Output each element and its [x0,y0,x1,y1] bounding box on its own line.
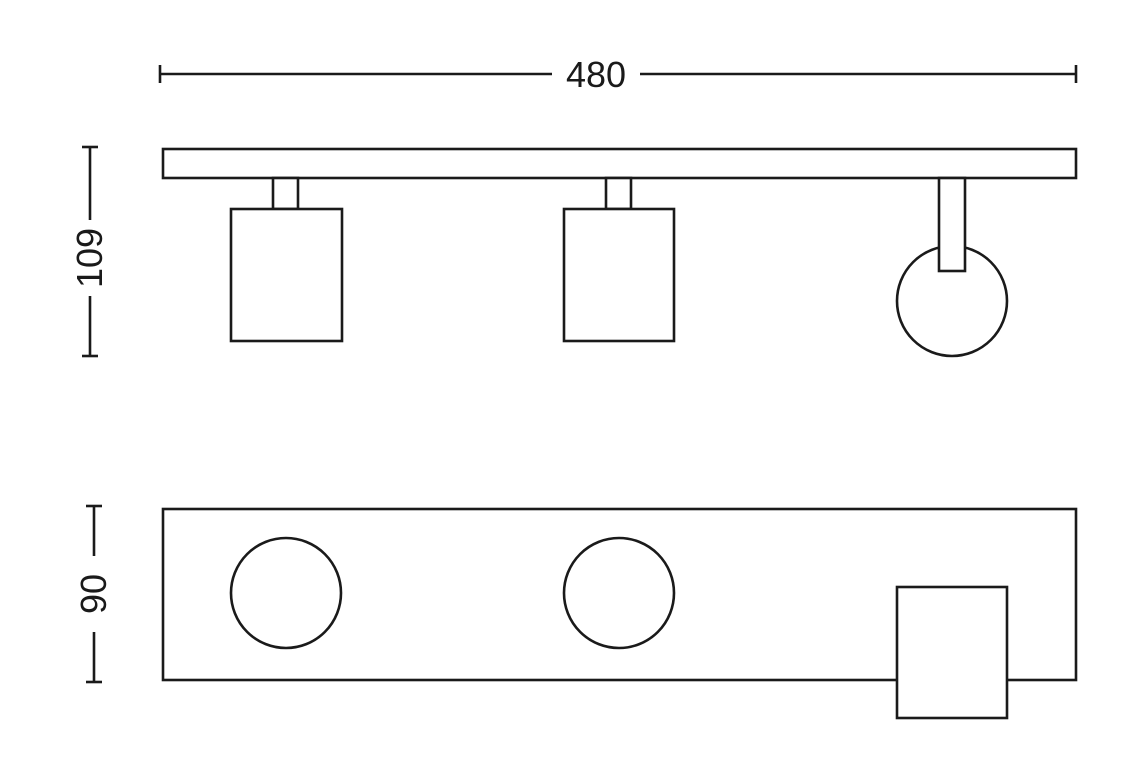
spot-3-top [895,585,1009,720]
mounting-bar [161,147,1078,180]
height-dim-label: 109 [69,228,110,288]
width-dim-label: 480 [566,54,626,95]
spot-1-stem [271,176,300,211]
spot-1-top [229,536,343,650]
spot-2-head [562,207,676,343]
spot-2-stem [604,176,633,211]
spot-2-top [562,536,676,650]
spot-3-stem [937,176,967,273]
depth-dim-label: 90 [73,574,114,614]
depth-dimension: 90 [73,504,114,684]
front-view [161,147,1078,358]
height-dimension: 109 [69,145,110,358]
top-view [161,507,1078,720]
spot-1-head [229,207,344,343]
width-dimension: 480 [158,54,1078,95]
